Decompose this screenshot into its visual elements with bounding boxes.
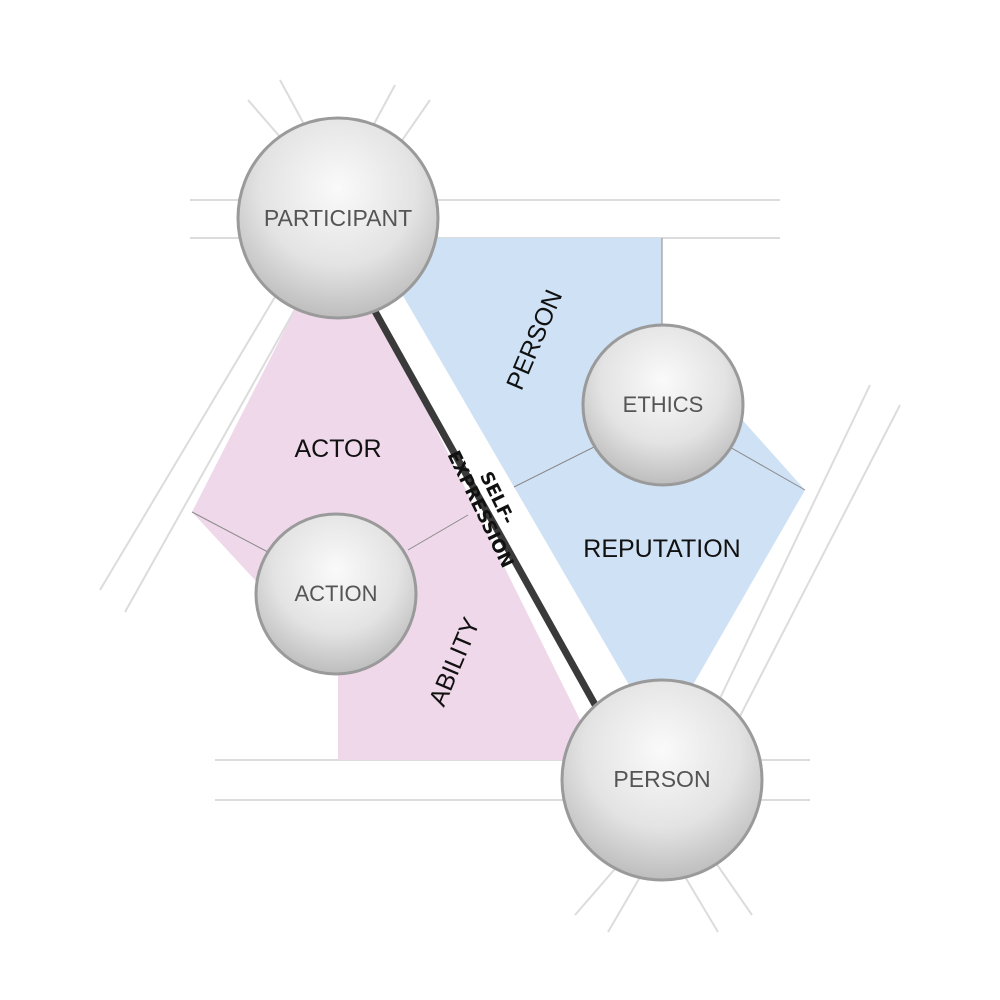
reputation-region-label: REPUTATION bbox=[583, 535, 740, 563]
action-node: ACTION bbox=[254, 512, 418, 676]
self-expression-divider bbox=[368, 306, 602, 710]
person-reputation-region bbox=[400, 238, 805, 690]
ethics-node: ETHICS bbox=[581, 323, 745, 487]
actor-ability-region bbox=[192, 300, 600, 760]
region-separators bbox=[191, 238, 806, 553]
actor-region-label: ACTOR bbox=[294, 435, 381, 463]
action-node-label: ACTION bbox=[294, 581, 377, 606]
person-node-label: PERSON bbox=[613, 766, 710, 792]
self-expression-divider-gap bbox=[377, 294, 632, 704]
participant-node-label: PARTICIPANT bbox=[264, 205, 412, 231]
ethics-node-label: ETHICS bbox=[623, 392, 704, 417]
participant-node: PARTICIPANT bbox=[236, 116, 440, 320]
person-node: PERSON bbox=[560, 678, 764, 882]
